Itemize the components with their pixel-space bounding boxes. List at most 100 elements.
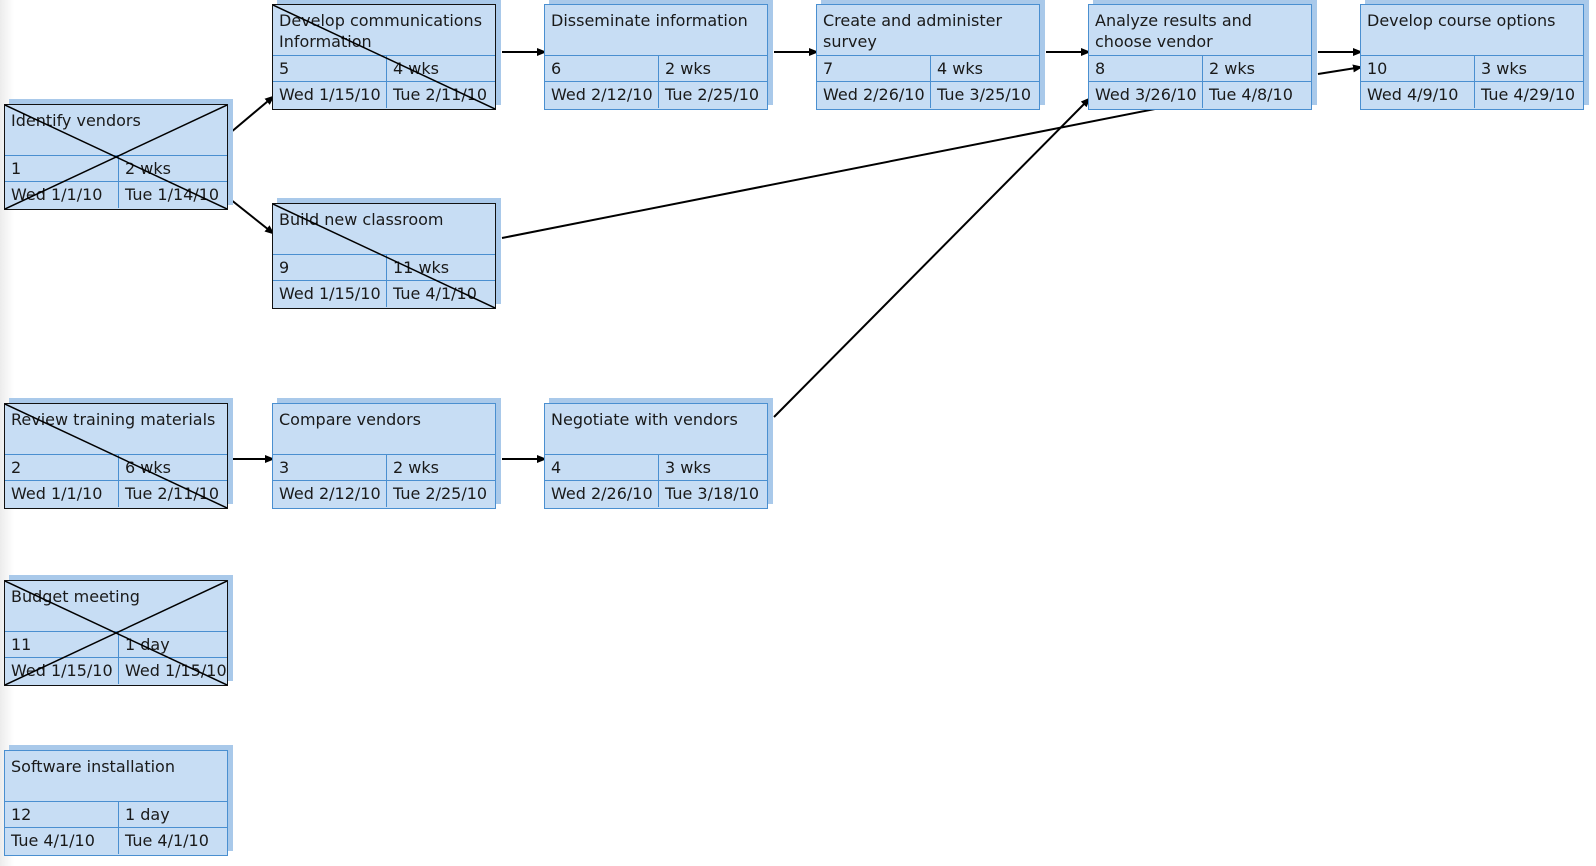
task-start: Wed 1/1/10 xyxy=(11,484,103,503)
task-row-id-duration: 1 2 wks xyxy=(5,155,227,182)
task-start: Wed 2/12/10 xyxy=(279,484,381,503)
task-id: 1 xyxy=(11,159,22,178)
task-finish: Tue 2/25/10 xyxy=(386,481,495,507)
task-row-id-duration: 12 1 day xyxy=(5,801,227,828)
task-row-id-duration: 8 2 wks xyxy=(1089,55,1311,82)
task-start: Wed 1/15/10 xyxy=(279,284,381,303)
task-start: Wed 1/15/10 xyxy=(11,661,113,680)
task-row-dates: Wed 3/26/10 Tue 4/8/10 xyxy=(1089,81,1311,108)
task-duration: 2 wks xyxy=(118,156,227,182)
task-finish: Tue 4/29/10 xyxy=(1474,82,1583,108)
task-duration: 4 wks xyxy=(386,56,495,82)
task-id: 3 xyxy=(279,458,290,477)
task-finish: Tue 3/25/10 xyxy=(930,82,1039,108)
task-id: 7 xyxy=(823,59,834,78)
task-name: Compare vendors xyxy=(279,410,421,429)
task-start: Wed 3/26/10 xyxy=(1095,85,1197,104)
task-row-dates: Wed 1/15/10 Tue 4/1/10 xyxy=(273,280,495,307)
task-row-dates: Wed 2/26/10 Tue 3/18/10 xyxy=(545,480,767,507)
link-n4-n8 xyxy=(773,97,1091,418)
task-name: Create and administer survey xyxy=(823,11,1003,51)
task-row-dates: Wed 2/26/10 Tue 3/25/10 xyxy=(817,81,1039,108)
task-name: Review training materials xyxy=(11,410,216,429)
task-node-5[interactable]: Develop communications Information 5 4 wks… xyxy=(272,4,496,110)
task-id: 9 xyxy=(279,258,290,277)
task-duration: 4 wks xyxy=(930,56,1039,82)
task-row-id-duration: 11 1 day xyxy=(5,631,227,658)
task-duration: 6 wks xyxy=(118,455,227,481)
task-row-id-duration: 7 4 wks xyxy=(817,55,1039,82)
task-row-dates: Wed 2/12/10 Tue 2/25/10 xyxy=(273,480,495,507)
task-name: Software installation xyxy=(11,757,175,776)
task-name: Identify vendors xyxy=(11,111,141,130)
task-duration: 3 wks xyxy=(658,455,767,481)
task-start: Wed 2/26/10 xyxy=(551,484,653,503)
task-duration: 2 wks xyxy=(386,455,495,481)
task-row-id-duration: 6 2 wks xyxy=(545,55,767,82)
task-id: 5 xyxy=(279,59,290,78)
task-row-dates: Wed 2/12/10 Tue 2/25/10 xyxy=(545,81,767,108)
task-name: Develop course options xyxy=(1367,11,1556,30)
task-finish: Tue 2/25/10 xyxy=(658,82,767,108)
task-name: Budget meeting xyxy=(11,587,140,606)
task-id: 10 xyxy=(1367,59,1388,78)
link-n1-n5 xyxy=(229,95,275,134)
task-row-id-duration: 10 3 wks xyxy=(1361,55,1583,82)
task-id: 11 xyxy=(11,635,32,654)
task-finish: Wed 1/15/10 xyxy=(118,658,227,684)
task-id: 8 xyxy=(1095,59,1106,78)
task-start: Tue 4/1/10 xyxy=(11,831,95,850)
task-finish: Tue 1/14/10 xyxy=(118,182,227,208)
task-finish: Tue 4/1/10 xyxy=(386,281,495,307)
task-duration: 1 day xyxy=(118,632,227,658)
task-start: Wed 2/12/10 xyxy=(551,85,653,104)
task-row-dates: Tue 4/1/10 Tue 4/1/10 xyxy=(5,827,227,854)
task-id: 4 xyxy=(551,458,562,477)
task-name: Develop communications Information xyxy=(279,11,483,51)
task-name: Build new classroom xyxy=(279,210,444,229)
task-duration: 2 wks xyxy=(658,56,767,82)
task-row-dates: Wed 1/1/10 Tue 2/11/10 xyxy=(5,480,227,507)
link-n9-n10 xyxy=(1317,64,1363,75)
task-start: Wed 1/15/10 xyxy=(279,85,381,104)
task-finish: Tue 2/11/10 xyxy=(118,481,227,507)
task-row-dates: Wed 1/15/10 Tue 2/11/10 xyxy=(273,81,495,108)
task-duration: 1 day xyxy=(118,802,227,828)
task-row-dates: Wed 1/1/10 Tue 1/14/10 xyxy=(5,181,227,208)
task-row-dates: Wed 4/9/10 Tue 4/29/10 xyxy=(1361,81,1583,108)
task-finish: Tue 3/18/10 xyxy=(658,481,767,507)
task-duration: 2 wks xyxy=(1202,56,1311,82)
task-start: Wed 4/9/10 xyxy=(1367,85,1459,104)
task-row-id-duration: 9 11 wks xyxy=(273,254,495,281)
task-row-id-duration: 3 2 wks xyxy=(273,454,495,481)
task-duration: 11 wks xyxy=(386,255,495,281)
link-n1-n9 xyxy=(229,198,275,235)
task-duration: 3 wks xyxy=(1474,56,1583,82)
task-row-id-duration: 2 6 wks xyxy=(5,454,227,481)
task-finish: Tue 2/11/10 xyxy=(386,82,495,108)
task-id: 6 xyxy=(551,59,562,78)
task-row-id-duration: 5 4 wks xyxy=(273,55,495,82)
task-name: Negotiate with vendors xyxy=(551,410,738,429)
task-row-id-duration: 4 3 wks xyxy=(545,454,767,481)
task-start: Wed 1/1/10 xyxy=(11,185,103,204)
task-row-dates: Wed 1/15/10 Wed 1/15/10 xyxy=(5,657,227,684)
task-id: 2 xyxy=(11,458,22,477)
task-finish: Tue 4/1/10 xyxy=(118,828,227,854)
task-start: Wed 2/26/10 xyxy=(823,85,925,104)
task-name: Disseminate information xyxy=(551,11,748,30)
task-finish: Tue 4/8/10 xyxy=(1202,82,1311,108)
task-id: 12 xyxy=(11,805,32,824)
